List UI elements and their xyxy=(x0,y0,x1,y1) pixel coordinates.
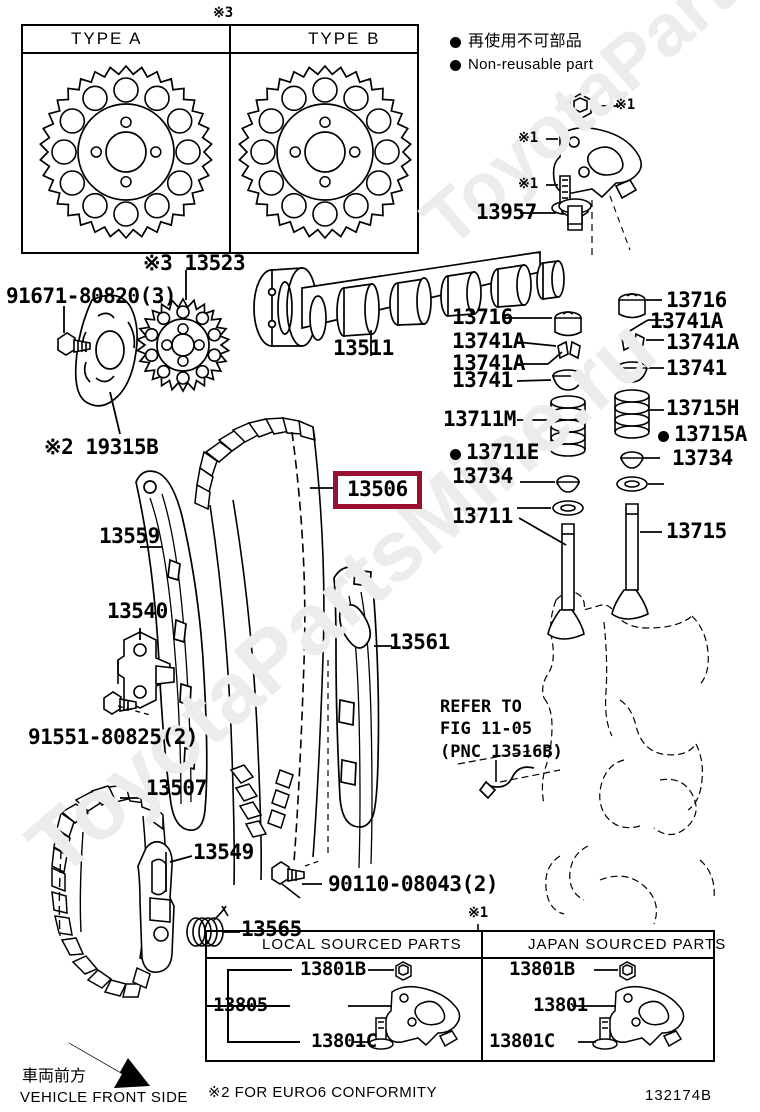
callout-right-13715h: 13715H xyxy=(666,396,739,420)
type-box-marker: ※3 xyxy=(213,5,234,21)
bottom-table-local-art xyxy=(348,961,461,1050)
callout-right-13715a: 13715A xyxy=(674,422,747,446)
callout-13523: ※3 13523 xyxy=(143,251,246,275)
bottom-table-japan-13801c: 13801C xyxy=(489,1030,555,1052)
legend-en-text: Non-reusable part xyxy=(468,56,594,73)
bottom-table-local-13801c: 13801C xyxy=(311,1030,377,1052)
type-a-header: TYPE A xyxy=(71,29,143,48)
non-reusable-dot-13715a xyxy=(658,431,669,442)
sprocket-13523 xyxy=(135,297,231,393)
chain-damper-13561 xyxy=(333,566,380,869)
callout-left-13711: 13711 xyxy=(452,504,513,528)
tensioner-13540 xyxy=(117,631,175,709)
legend-row-jp: 再使用不可部品 xyxy=(450,30,593,54)
callout-right-13734: 13734 xyxy=(672,446,733,470)
refer-to-line3: (PNC 13516B) xyxy=(440,741,563,762)
sprocket-type-a xyxy=(39,64,213,240)
callout-left-13711m: 13711M xyxy=(443,407,516,431)
type-box-frame xyxy=(21,24,419,254)
filled-circle-icon xyxy=(450,59,461,71)
legend-jp-text: 再使用不可部品 xyxy=(468,33,583,50)
callout-star1-rocker: ※1 xyxy=(518,130,539,146)
bottom-table-header-local: LOCAL SOURCED PARTS xyxy=(262,936,462,953)
refer-to-line1: REFER TO xyxy=(440,697,522,717)
callout-91671: 91671-80820(3) xyxy=(6,284,177,308)
non-reusable-dot-13711e xyxy=(450,449,461,460)
front-side-jp: 車両前方 xyxy=(22,1066,87,1085)
camshaft xyxy=(253,251,565,347)
callout-star1-nut: ※1 xyxy=(615,97,636,113)
callout-left-13741: 13741 xyxy=(452,368,513,392)
bottom-table-bracket xyxy=(206,969,300,1043)
callout-13549: 13549 xyxy=(193,840,254,864)
bolt-91671 xyxy=(57,332,91,356)
highlighted-part-13506[interactable]: 13506 xyxy=(333,471,422,509)
callout-left-13741a-2: 13741A xyxy=(452,351,525,375)
callout-13561: 13561 xyxy=(389,630,450,654)
bolt-90110 xyxy=(271,861,305,885)
diagram-id: 132174B xyxy=(645,1087,713,1104)
callout-right-13741a-1: 13741A xyxy=(650,309,723,333)
callout-star1-screw: ※1 xyxy=(518,176,539,192)
bottom-table-japan-13801b: 13801B xyxy=(509,958,575,980)
engine-block-outline xyxy=(457,591,715,925)
callout-right-13741: 13741 xyxy=(666,356,727,380)
oil-pipe xyxy=(478,766,535,800)
callout-13565: 13565 xyxy=(241,917,302,941)
rocker-arm-assembly xyxy=(551,93,642,260)
type-b-header: TYPE B xyxy=(308,29,381,48)
bottom-table-local-13805: 13805 xyxy=(213,994,268,1016)
legend-row-en: Non-reusable part xyxy=(450,54,593,77)
refer-to-line2: FIG 11-05 xyxy=(440,719,533,740)
sprocket-type-b xyxy=(238,64,412,240)
callout-13957: 13957 xyxy=(476,200,537,224)
callout-13540: 13540 xyxy=(107,599,168,623)
footnote-euro6: ※2 FOR EURO6 CONFORMITY xyxy=(208,1084,438,1101)
bottom-table-japan-13801: 13801 xyxy=(533,994,588,1016)
bottom-table-header-japan: JAPAN SOURCED PARTS xyxy=(528,936,727,953)
legend: 再使用不可部品 Non-reusable part xyxy=(450,30,593,77)
filled-circle-icon xyxy=(450,36,461,48)
bottom-table-marker: ※1 xyxy=(468,905,489,921)
callout-13559: 13559 xyxy=(99,524,160,548)
callout-right-13741a-2: 13741A xyxy=(666,330,739,354)
callout-13507: 13507 xyxy=(146,776,207,800)
valve-train-left xyxy=(547,311,586,640)
bolt-91551 xyxy=(103,691,137,715)
spring-13565 xyxy=(186,905,229,947)
timing-chain-13506 xyxy=(194,417,325,886)
callout-90110: 90110-08043(2) xyxy=(328,872,499,896)
valve-train-right xyxy=(611,293,650,620)
front-direction-arrow xyxy=(68,1042,150,1088)
callout-left-13741a-1: 13741A xyxy=(452,329,525,353)
callout-right-13715: 13715 xyxy=(666,519,727,543)
callout-91551: 91551-80825(2) xyxy=(28,725,199,749)
refer-to-block: REFER TO FIG 11-05 (PNC 13516B) xyxy=(440,696,563,763)
callout-left-13711e: 13711E xyxy=(466,440,539,464)
callout-left-13716: 13716 xyxy=(452,305,513,329)
bottom-table-frame xyxy=(205,930,715,1062)
callout-19315b: ※2 19315B xyxy=(44,435,159,459)
callout-13511: 13511 xyxy=(333,336,394,360)
bottom-table-local-13801b: 13801B xyxy=(300,958,366,980)
front-side-en: VEHICLE FRONT SIDE xyxy=(20,1089,188,1106)
bottom-table-japan-art xyxy=(572,961,685,1050)
chain-guide-13549 xyxy=(137,840,175,974)
callout-left-13734: 13734 xyxy=(452,464,513,488)
callout-right-13716: 13716 xyxy=(666,288,727,312)
